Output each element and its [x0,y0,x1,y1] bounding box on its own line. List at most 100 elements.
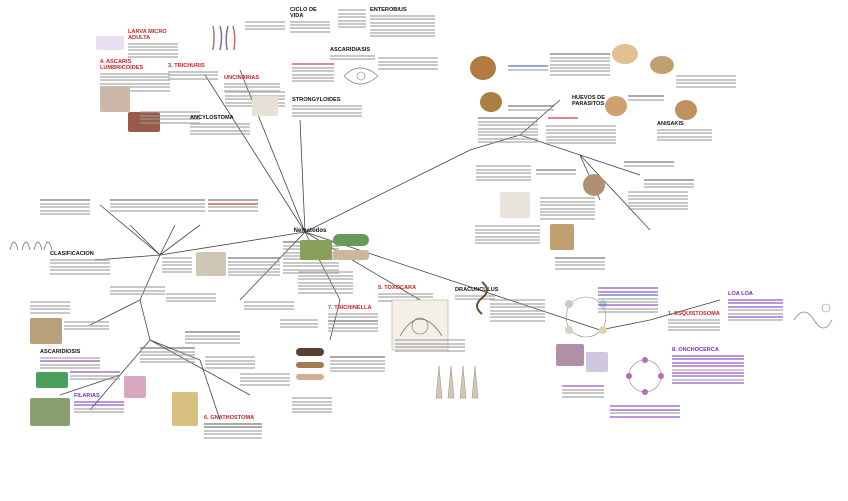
egg-photo-3 [650,56,674,74]
node-title: LARVA MICRO ADULTA [128,30,178,41]
node-left-h [166,292,216,304]
photo-strongyloides [196,252,226,276]
worm-sketch [8,232,53,252]
node-left-d [208,198,258,213]
node-c-f [490,298,545,323]
node-top-mid[interactable]: CICLO DE VIDA [290,8,330,34]
node-left-i [30,300,70,315]
node-eggs-label [508,64,548,72]
node-c-d [330,355,385,373]
node-trichuris[interactable]: 3. TRICHURIS [168,64,218,81]
node-title: 4. ASCARIS LUMBRICOIDES [100,60,170,71]
node-strongyloides[interactable]: STRONGYLOIDES [292,98,362,119]
worm-photo [100,86,130,112]
node-c-c [280,318,318,330]
egg-photo-1 [470,56,496,80]
node-c-e [292,396,332,414]
photo-field [30,398,70,426]
node-right-purple[interactable]: 8. ONCHOCERCA [672,348,744,386]
node-ascaridiosis[interactable]: ASCARIDIOSIS [40,350,100,371]
node-right-k [540,196,595,221]
photo-pink-2 [556,344,584,366]
drawing-larvae [430,362,485,400]
node-right-table [546,124,616,146]
node-title: 8. ONCHOCERCA [672,348,744,354]
node-left-e [162,256,192,274]
photo-cycle-2 [586,352,608,372]
node-title: CLASIFICACION [50,252,110,258]
photo-larva-green [36,372,68,388]
node-left-f [228,256,280,278]
diagram-cycle [500,192,530,218]
node-right-mid[interactable]: 1. ESQUISTOSOMA [668,312,720,333]
node-right-l [475,224,540,246]
node-left-g [110,285,165,297]
photo-tissue [30,318,62,344]
node-right-b [676,74,736,89]
node-left-c [160,198,205,213]
diagram-cycle-2 [620,354,670,398]
node-right-p [562,384,604,399]
photo-fish [333,232,369,272]
worm-samples [296,346,324,396]
node-images-2 [245,20,285,32]
node-right-e [478,116,538,145]
node-left-b [110,198,160,213]
node-notes-c [292,62,334,84]
node-right-purple2[interactable]: LOA LOA [728,292,783,323]
node-title: 1. ESQUISTOSOMA [668,312,720,318]
node-right-h [536,168,576,176]
node-title: ANCYLOSTOMA [190,116,250,122]
node-left-n [205,355,255,370]
node-filarias[interactable]: FILARIAS [74,394,124,415]
node-hookworm-sub[interactable]: ANCYLOSTOMA [190,116,250,137]
node-trichinella[interactable]: 7. TRICHINELLA [328,306,378,333]
egg-photo-6 [675,100,697,120]
node-right-m [555,256,605,271]
node-right-q [610,404,680,419]
node-right-n [628,190,688,212]
parasite-image [96,36,124,50]
node-right-j [644,178,694,190]
node-right-c [508,104,554,112]
node-top-left-1[interactable]: LARVA MICRO ADULTA [128,30,178,60]
node-right-a [550,52,610,77]
node-title: STRONGYLOIDES [292,98,362,104]
node-title: ANISAKIS [657,122,712,128]
node-classification[interactable]: CLASIFICACION [50,252,110,276]
node-title: LOA LOA [728,292,783,298]
node-title: FILARIAS [74,394,124,400]
node-left-l [140,346,195,364]
node-right-d [628,94,664,102]
node-c-b [298,270,353,295]
egg-photo-5 [605,96,627,116]
node-left-j [64,320,109,332]
central-topic[interactable]: Nematodos [280,228,340,234]
node-title: 6. GNATHOSTOMA [204,416,262,422]
node-bottom-mid[interactable]: 6. GNATHOSTOMA [204,416,262,440]
egg-photo-2 [612,44,638,64]
photo-larva-yellow [172,392,198,426]
node-title: ENTEROBIUS [370,8,435,14]
node-enterobius[interactable]: ENTEROBIUS [370,8,435,39]
photo-animal [300,240,332,264]
node-images-1 [210,24,240,55]
node-left-a [40,198,90,216]
node-title: UNCINARIAS [224,76,280,82]
node-table [338,8,366,30]
node-title: 7. TRICHINELLA [328,306,378,312]
node-c-g [395,338,465,353]
diagram-image [252,96,278,116]
central-topic-label: Nematodos [294,228,327,234]
photo-pink [124,376,146,398]
node-left-m [185,330,240,345]
node-anisakis[interactable]: ANISAKIS [657,122,712,143]
node-title: 5. TOXOCARA [378,286,433,292]
node-life-cycle-drawing [340,58,382,94]
node-left-o [240,372,290,387]
node-right-g [476,164,531,182]
node-right-f [548,116,578,121]
node-title: ASCARIDIOSIS [40,350,100,356]
node-left-k [70,370,120,382]
